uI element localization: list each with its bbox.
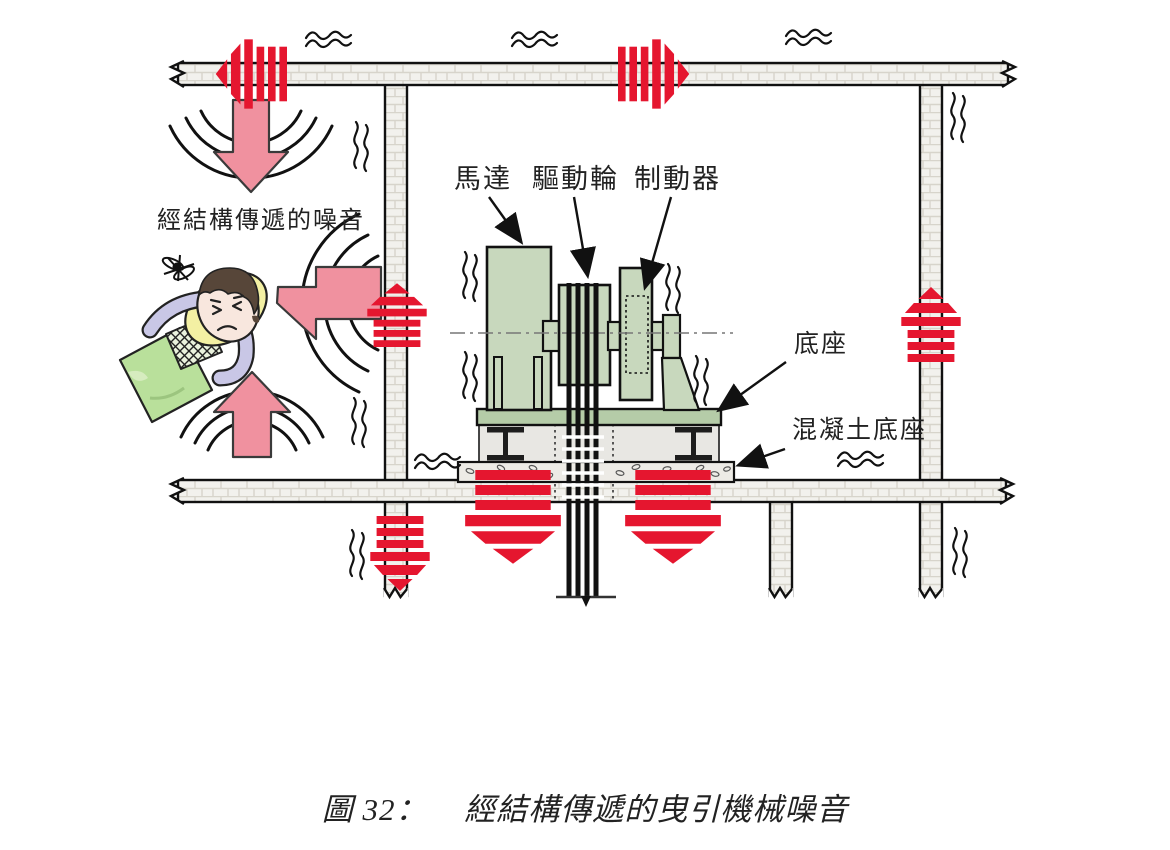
- eyebrow-right: [232, 294, 245, 300]
- label-structure-noise: 經結構傳遞的噪音: [157, 207, 365, 234]
- break-ceiling-left: [158, 59, 187, 89]
- motor-leg-right: [533, 356, 543, 410]
- bearing-block: [661, 313, 682, 360]
- motor-leg-left: [493, 356, 503, 410]
- shaft-wall: [768, 493, 794, 598]
- break-shaft-wall-bottom: [767, 585, 793, 610]
- blanket-fold: [149, 386, 185, 400]
- airborne-wave: [510, 30, 559, 49]
- rope-end-arrow: [581, 596, 591, 607]
- leader-concrete-base: [735, 443, 786, 469]
- brake-dotted-outline: [625, 295, 649, 374]
- label-machine-base: 底座: [794, 330, 848, 358]
- label-leaders: [488, 196, 787, 469]
- break-floor-right: [997, 476, 1026, 506]
- eyebrow-left: [209, 298, 222, 304]
- noise-arrow-left: [275, 265, 383, 341]
- airborne-wave: [413, 452, 462, 471]
- eye-right-closed: [231, 300, 243, 312]
- annoyance-scribble: [161, 254, 195, 282]
- leader-motor: [488, 196, 524, 245]
- label-concrete-base: 混凝土底座: [792, 416, 927, 444]
- vibration-squiggle: [665, 262, 681, 315]
- label-brake: 制動器: [634, 164, 721, 194]
- bearing-pedestal: [660, 356, 701, 412]
- airborne-wave: [836, 450, 885, 469]
- noise-arrow-down: [212, 98, 290, 194]
- vibration-squiggle: [351, 396, 367, 449]
- noise-arrow-up: [212, 370, 292, 459]
- figure-caption: 圖 32： 經結構傳遞的曳引機械噪音: [322, 792, 850, 827]
- vibration-squiggle: [462, 250, 478, 303]
- hair-tuft: [252, 315, 260, 323]
- label-drive-wheel: 驅動輪: [532, 164, 619, 194]
- traction-machine: [450, 245, 736, 607]
- noise-radiation-arrows: [212, 98, 383, 459]
- machine-bodies: [485, 245, 701, 412]
- hair: [198, 267, 260, 315]
- vibration-squiggle: [693, 354, 709, 407]
- vibration-squiggle: [950, 91, 966, 144]
- airborne-wave: [784, 28, 833, 47]
- vibration-squiggle: [462, 350, 478, 403]
- machine-base-plate: [475, 407, 723, 427]
- blanket-highlight: [128, 370, 148, 381]
- break-ceiling-right: [999, 59, 1028, 89]
- airborne-wave: [304, 30, 353, 49]
- figure-caption-title: 經結構傳遞的曳引機械噪音: [464, 792, 850, 827]
- ceiling-slab: [176, 61, 1010, 87]
- break-floor-left: [158, 476, 187, 506]
- leader-brake: [639, 196, 673, 291]
- vibration-squiggle: [349, 528, 365, 581]
- break-left-wall-bottom: [382, 585, 408, 610]
- face: [209, 294, 245, 332]
- label-motor: 馬達: [454, 164, 512, 194]
- break-symbols: [158, 59, 1028, 610]
- eye-left-closed: [211, 304, 223, 316]
- vibration-squiggle: [353, 120, 369, 173]
- right-wall: [918, 82, 944, 598]
- leader-machine-base: [716, 361, 787, 413]
- mouth-frown: [216, 325, 238, 332]
- vibration-squiggle: [952, 526, 968, 579]
- i-beam-left: [487, 427, 524, 461]
- hoist-ropes: [556, 283, 616, 607]
- diagram-labels: 經結構傳遞的噪音 馬達 驅動輪 制動器 底座 混凝土底座: [157, 164, 927, 444]
- leader-drive-wheel: [569, 196, 596, 280]
- brake-body: [618, 266, 654, 402]
- figure-caption-number: 圖 32：: [322, 792, 428, 827]
- i-beam-right: [675, 427, 712, 461]
- break-right-wall-bottom: [917, 585, 943, 610]
- cable-guide-dotted-lines: [554, 424, 614, 502]
- sleeper-group: [118, 254, 268, 424]
